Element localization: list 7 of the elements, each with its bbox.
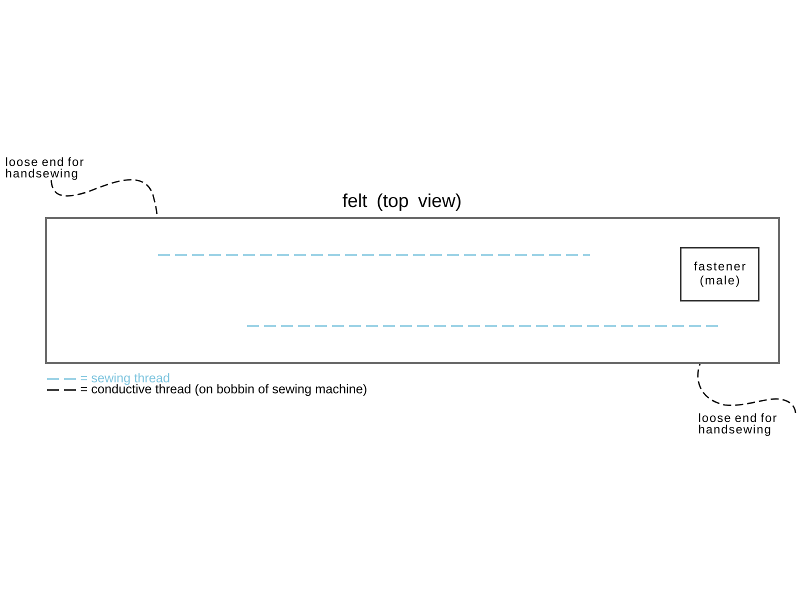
callout-text: loose end for handsewing (6, 157, 84, 180)
callout-text: loose end for handsewing (699, 413, 776, 436)
heading: felt (top view) (342, 193, 460, 211)
legend-text: = conductive thread (on bobbin of sewing machine) (80, 384, 366, 396)
fastener-box: fastener (male) (680, 247, 760, 302)
legend-text: = sewing thread (80, 373, 170, 385)
thread-line (697, 364, 796, 414)
